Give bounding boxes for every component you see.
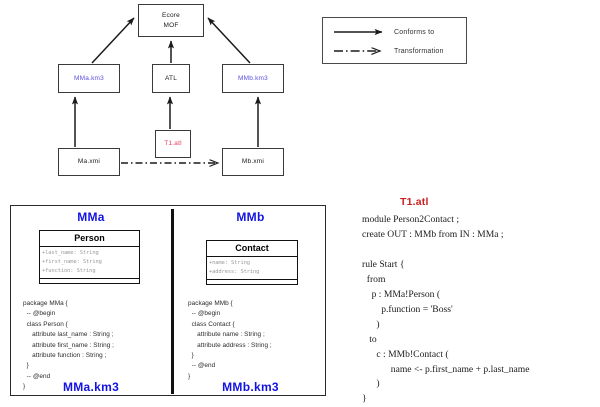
arrow-mma-km3-to-ecore (91, 17, 135, 64)
person-class-box: Person +last_name: String +first_name: S… (39, 230, 140, 285)
contact-attributes: +name: String +address: String (207, 257, 297, 281)
solid-arrow-icon (334, 28, 383, 36)
atl-transformation-panel: T1.atl module Person2Contact ; create OU… (362, 196, 594, 404)
ma-xmi-box: Ma.xmi (58, 148, 120, 176)
ecore-mof-box: Ecore MOF (138, 4, 204, 37)
mmb-km3-code: package MMb { -- @begin class Contact { … (188, 300, 272, 380)
legend-row-transformation: Transformation (323, 42, 466, 60)
legend-row-conforms-to: Conforms to (323, 23, 466, 41)
mmb-km3-footer: MMb.km3 (222, 380, 279, 394)
person-attribute: +function: String (42, 268, 96, 275)
t1-atl-box: T1.atl (155, 130, 191, 158)
ecore-mof-line-2: MOF (163, 21, 179, 29)
person-operations-compartment (40, 279, 139, 283)
legend-box: Conforms to Transformation (322, 17, 467, 64)
mma-km3-code: package MMa { -- @begin class Person { a… (23, 300, 114, 390)
atl-label: ATL (164, 74, 178, 82)
contact-class-name: Contact (207, 241, 297, 257)
mmb-km3-box: MMb.km3 (222, 64, 284, 93)
mma-km3-box: MMa.km3 (58, 64, 120, 93)
contact-operations-compartment (207, 280, 297, 284)
contact-class-box: Contact +name: String +address: String (206, 240, 298, 286)
ma-xmi-label: Ma.xmi (77, 158, 101, 166)
contact-attribute: +address: String (209, 268, 260, 275)
legend-label-conforms-to: Conforms to (394, 28, 435, 36)
mma-title: MMa (77, 210, 105, 224)
contact-attribute: +name: String (209, 259, 250, 266)
legend-label-transformation: Transformation (394, 47, 444, 55)
person-attribute: +first_name: String (42, 258, 102, 265)
t1-atl-label: T1.atl (164, 140, 182, 148)
person-attributes: +last_name: String +first_name: String +… (40, 247, 139, 280)
ecore-mof-line-1: Ecore (162, 12, 180, 20)
mma-column: MMa Person +last_name: String +first_nam… (11, 206, 171, 395)
panel-divider (171, 209, 174, 394)
person-attribute: +last_name: String (42, 249, 99, 256)
t1-atl-title: T1.atl (400, 196, 429, 208)
mmb-title: MMb (236, 210, 265, 224)
arrow-mmb-km3-to-ecore (207, 17, 251, 64)
mb-xmi-label: Mb.xmi (241, 158, 265, 166)
mmb-km3-label: MMb.km3 (238, 74, 268, 82)
t1-atl-code: module Person2Contact ; create OUT : MMb… (362, 214, 530, 405)
atl-box: ATL (152, 64, 190, 93)
mma-km3-footer: MMa.km3 (62, 380, 120, 394)
person-class-name: Person (40, 231, 139, 247)
mma-km3-label: MMa.km3 (74, 74, 104, 82)
mb-xmi-box: Mb.xmi (222, 148, 284, 176)
dashed-arrow-icon (334, 42, 390, 60)
metamodels-panel: MMa Person +last_name: String +first_nam… (10, 205, 326, 396)
mmb-column: MMb Contact +name: String +address: Stri… (174, 206, 327, 395)
